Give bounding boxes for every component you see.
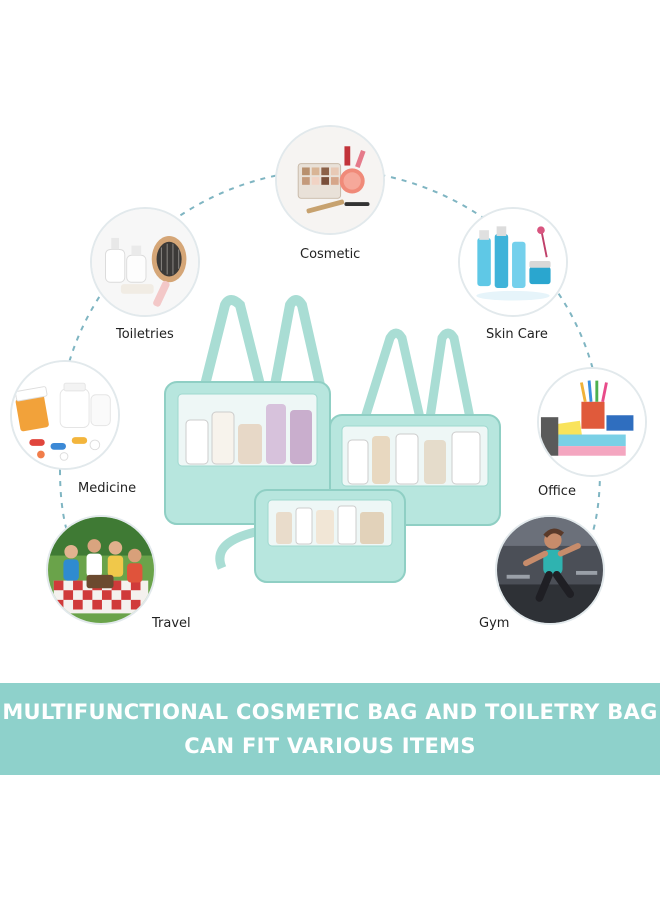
- cosmetic-bag-set: [164, 295, 501, 583]
- toiletries-image: [90, 207, 200, 317]
- medium-bag-contents: [347, 431, 481, 485]
- usage-label-skin-care: Skin Care: [486, 327, 548, 342]
- small-bag-contents: [276, 505, 384, 545]
- usage-label-cosmetic: Cosmetic: [300, 247, 361, 262]
- gym-image: [495, 515, 605, 625]
- cosmetic-image: [275, 125, 385, 235]
- usage-label-toiletries: Toiletries: [116, 327, 174, 342]
- gym-runner-icon: [497, 517, 603, 623]
- office-stationery-icon: [539, 369, 645, 475]
- medicine-pills-icon: [12, 362, 118, 468]
- office-image: [537, 367, 647, 477]
- cosmetic-palette-icon: [277, 127, 383, 233]
- usage-label-office: Office: [538, 484, 576, 499]
- headline-banner: MULTIFUNCTIONAL COSMETIC BAG AND TOILETR…: [0, 683, 660, 775]
- medicine-image: [10, 360, 120, 470]
- usage-label-medicine: Medicine: [78, 481, 137, 496]
- usage-label-gym: Gym: [479, 616, 510, 631]
- banner-line-1: MULTIFUNCTIONAL COSMETIC BAG AND TOILETR…: [2, 700, 658, 724]
- large-bag-contents: [185, 404, 312, 465]
- usage-label-travel: Travel: [152, 616, 191, 631]
- skin-care-bottles-icon: [460, 209, 566, 315]
- travel-image: [46, 515, 156, 625]
- travel-picnic-icon: [48, 517, 154, 623]
- banner-line-2: CAN FIT VARIOUS ITEMS: [184, 734, 476, 758]
- toiletries-brush-icon: [92, 209, 198, 315]
- skin-care-image: [458, 207, 568, 317]
